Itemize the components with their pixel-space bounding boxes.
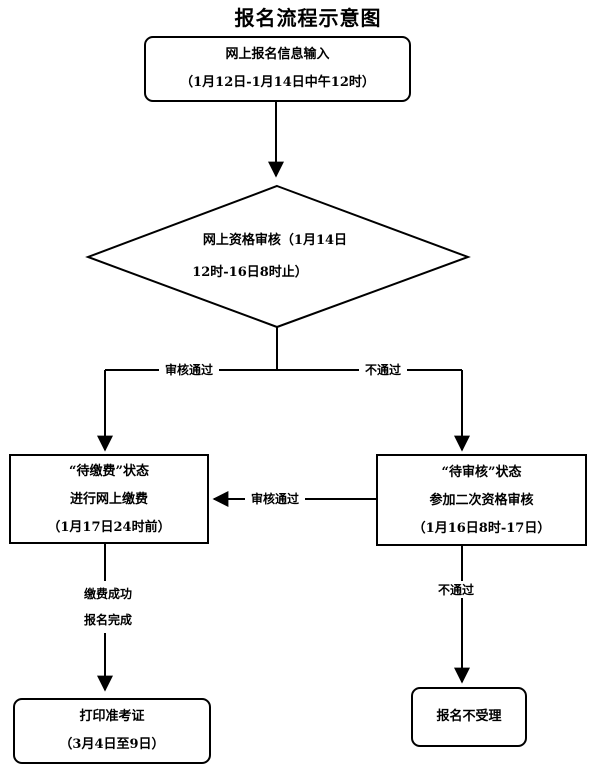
- pay-done-line2: 报名完成: [83, 613, 132, 627]
- pending-box-text: “待审核”状态 参加二次资格审核 （1月16日8时-17日）: [377, 459, 586, 543]
- input-line1: 网上报名信息输入: [225, 47, 330, 62]
- pay-line2: 进行网上缴费: [69, 492, 148, 507]
- review-line2: 12时-16日8时止）: [192, 265, 308, 280]
- pay-box: [9, 454, 209, 544]
- edge-label-second-fail: 不通过: [432, 581, 481, 598]
- edge-label-second-pass: 审核通过: [245, 490, 306, 507]
- input-box: [144, 36, 411, 102]
- reject-box-text: 报名不受理: [412, 703, 526, 731]
- print-line2: （3月4日至9日）: [59, 737, 165, 752]
- review-text: 网上资格审核（1月14日 12时-16日8时止）: [150, 225, 400, 289]
- print-line1: 打印准考证: [79, 709, 145, 724]
- pay-box-text: “待缴费”状态 进行网上缴费 （1月17日24时前）: [10, 458, 208, 542]
- print-box: [13, 698, 211, 764]
- page-title: 报名流程示意图: [234, 6, 382, 30]
- review-line1: 网上资格审核（1月14日: [202, 233, 348, 248]
- pay-line1: “待缴费”状态: [69, 464, 149, 479]
- reject-line1: 报名不受理: [436, 709, 502, 724]
- pay-line3: （1月17日24时前）: [47, 520, 171, 535]
- print-box-text: 打印准考证 （3月4日至9日）: [14, 703, 210, 759]
- pending-line1: “待审核”状态: [441, 465, 522, 480]
- pending-line3: （1月16日8时-17日）: [412, 521, 551, 536]
- edge-label-pay-done: 缴费成功 报名完成: [58, 581, 158, 633]
- input-box-text: 网上报名信息输入 （1月12日-1月14日中午12时）: [145, 41, 410, 97]
- pay-done-line1: 缴费成功: [83, 587, 132, 601]
- input-line2: （1月12日-1月14日中午12时）: [180, 75, 375, 90]
- pending-line2: 参加二次资格审核: [429, 493, 534, 508]
- edge-label-review-fail: 不通过: [359, 361, 408, 378]
- reject-box: [411, 687, 527, 747]
- edge-label-review-pass: 审核通过: [159, 361, 220, 378]
